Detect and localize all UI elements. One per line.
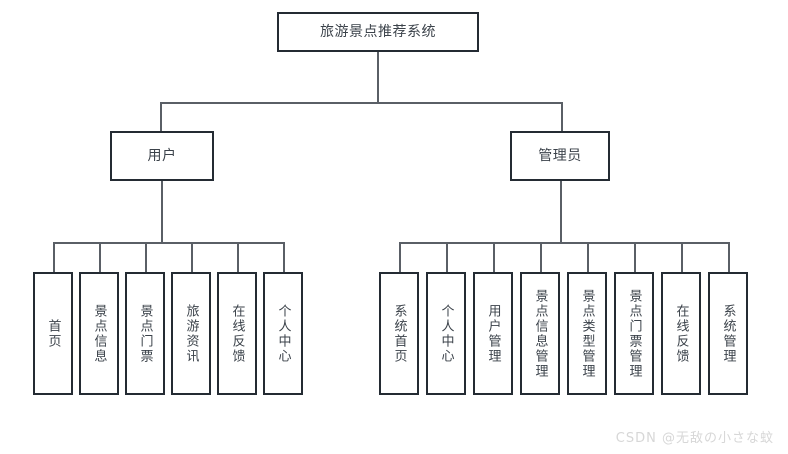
node-leaf-admin-5[interactable]: 景点类型管理 — [567, 272, 607, 395]
node-leaf-admin-4[interactable]: 景点信息管理 — [520, 272, 560, 395]
connector-admin-leaf-bar — [399, 242, 730, 244]
node-branch-user-label: 用户 — [147, 147, 177, 164]
node-leaf-label: 景点门票管理 — [626, 288, 642, 379]
node-leaf-label: 系统首页 — [391, 303, 407, 364]
connector-admin-drop-4 — [540, 242, 542, 273]
node-leaf-label: 用户管理 — [485, 303, 501, 364]
node-leaf-admin-6[interactable]: 景点门票管理 — [614, 272, 654, 395]
node-branch-user[interactable]: 用户 — [110, 131, 214, 181]
node-leaf-label: 景点门票 — [137, 303, 153, 364]
node-branch-admin[interactable]: 管理员 — [510, 131, 610, 181]
watermark: CSDN @无敌の小さな蚊 — [615, 431, 774, 446]
connector-admin-drop-5 — [587, 242, 589, 273]
connector-root-stem — [377, 52, 379, 103]
connector-user-drop-1 — [53, 242, 55, 273]
connector-user-drop-4 — [191, 242, 193, 273]
connector-user-drop-2 — [99, 242, 101, 273]
node-leaf-admin-7[interactable]: 在线反馈 — [661, 272, 701, 395]
node-leaf-admin-8[interactable]: 系统管理 — [708, 272, 748, 395]
connector-admin-drop-7 — [681, 242, 683, 273]
node-leaf-label: 系统管理 — [720, 303, 736, 364]
node-branch-admin-label: 管理员 — [538, 147, 582, 164]
node-root[interactable]: 旅游景点推荐系统 — [277, 12, 479, 52]
connector-admin-drop-8 — [728, 242, 730, 273]
node-leaf-admin-2[interactable]: 个人中心 — [426, 272, 466, 395]
node-leaf-user-5[interactable]: 在线反馈 — [217, 272, 257, 395]
node-leaf-label: 个人中心 — [438, 303, 454, 364]
node-leaf-user-4[interactable]: 旅游资讯 — [171, 272, 211, 395]
connector-admin-drop-2 — [446, 242, 448, 273]
node-leaf-label: 旅游资讯 — [183, 303, 199, 364]
node-leaf-label: 在线反馈 — [229, 303, 245, 364]
node-leaf-user-2[interactable]: 景点信息 — [79, 272, 119, 395]
node-leaf-user-1[interactable]: 首页 — [33, 272, 73, 395]
node-leaf-admin-1[interactable]: 系统首页 — [379, 272, 419, 395]
connector-admin-drop-3 — [493, 242, 495, 273]
connector-admin-drop-6 — [634, 242, 636, 273]
node-leaf-admin-3[interactable]: 用户管理 — [473, 272, 513, 395]
connector-admin-drop-1 — [399, 242, 401, 273]
connector-user-drop-5 — [237, 242, 239, 273]
connector-branch-user — [160, 102, 162, 132]
connector-user-drop-3 — [145, 242, 147, 273]
connector-user-drop-6 — [283, 242, 285, 273]
node-leaf-label: 景点信息管理 — [532, 288, 548, 379]
node-leaf-user-3[interactable]: 景点门票 — [125, 272, 165, 395]
node-leaf-label: 景点信息 — [91, 303, 107, 364]
node-leaf-label: 个人中心 — [275, 303, 291, 364]
connector-user-leaf-bar — [53, 242, 284, 244]
connector-level2-bar — [160, 102, 563, 104]
connector-admin-stem — [560, 181, 562, 243]
connector-branch-admin — [561, 102, 563, 132]
node-leaf-user-6[interactable]: 个人中心 — [263, 272, 303, 395]
node-root-label: 旅游景点推荐系统 — [320, 23, 436, 40]
node-leaf-label: 首页 — [45, 318, 61, 349]
connector-user-stem — [161, 181, 163, 243]
node-leaf-label: 在线反馈 — [673, 303, 689, 364]
node-leaf-label: 景点类型管理 — [579, 288, 595, 379]
